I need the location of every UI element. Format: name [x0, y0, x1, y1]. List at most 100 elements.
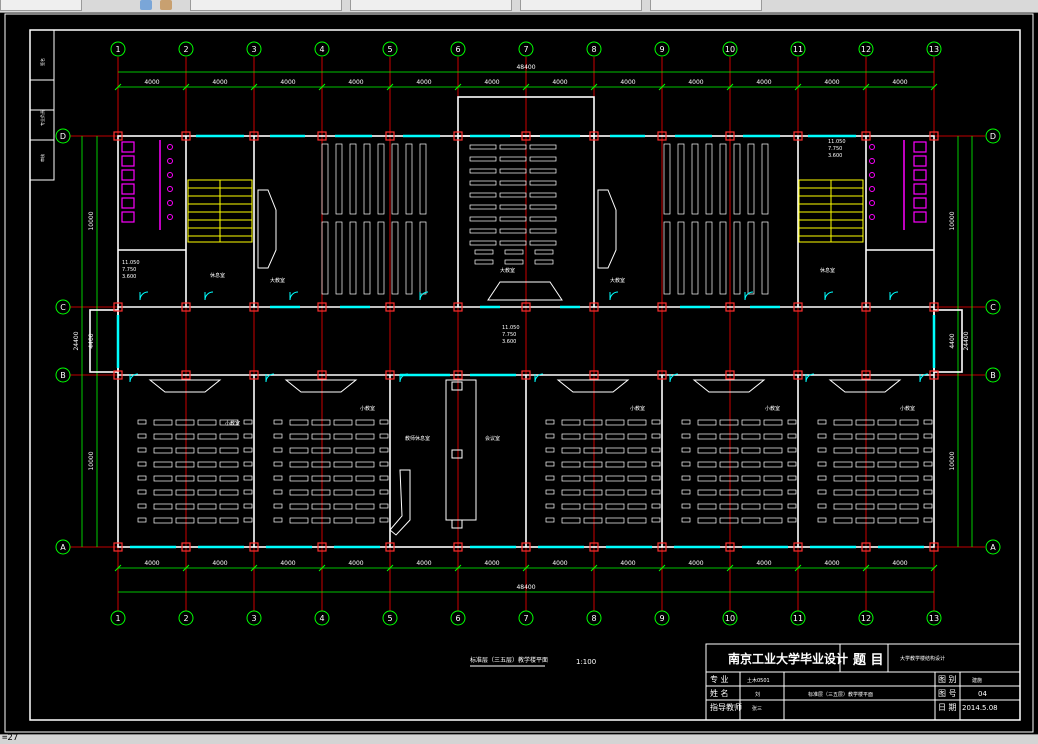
axis-label-4: 4 [319, 614, 324, 623]
column-2 [181, 131, 191, 141]
desk [363, 221, 371, 295]
desk [855, 517, 875, 524]
desk [137, 475, 147, 481]
dimension-text-bay: 4000 [484, 560, 499, 567]
name-value: 刘 [755, 691, 760, 698]
desk [691, 143, 699, 215]
axis-label-1: 1 [115, 614, 120, 623]
desk [137, 419, 147, 425]
desk [899, 503, 919, 510]
desk [289, 461, 309, 468]
dimension-text-bay: 4000 [620, 560, 635, 567]
column-7 [521, 542, 531, 552]
desk [697, 503, 717, 510]
desk [705, 143, 713, 215]
desk [787, 419, 797, 425]
axis-bubble-A [985, 539, 1001, 555]
desk [243, 447, 253, 453]
toolbar-button[interactable] [520, 0, 642, 11]
desk [355, 447, 375, 454]
toilet-right [913, 183, 927, 195]
axis-label-1: 1 [115, 45, 120, 54]
toolbar-button[interactable] [650, 0, 762, 11]
column-13 [929, 370, 939, 380]
dimension-text-depth: 10000 [949, 451, 956, 470]
dimension-text-bay: 4000 [552, 79, 567, 86]
column-6 [453, 370, 463, 380]
column-8 [589, 302, 599, 312]
tool-icon[interactable] [160, 0, 172, 10]
toolbar-button[interactable] [350, 0, 512, 11]
desk [763, 419, 783, 426]
dimension-text-total: 48400 [516, 64, 535, 71]
desk [273, 517, 283, 523]
desk [469, 168, 497, 174]
dimension-text-bay: 4000 [688, 79, 703, 86]
axis-bubble-B [55, 367, 71, 383]
desk [321, 221, 329, 295]
column-12 [861, 302, 871, 312]
dimension-tick [386, 564, 394, 572]
toolbar-button[interactable] [0, 0, 82, 11]
desk [761, 221, 769, 295]
column-6 [453, 302, 463, 312]
desk [817, 503, 827, 509]
desk [377, 221, 385, 295]
column-5 [385, 302, 395, 312]
desk [719, 221, 727, 295]
desk [197, 433, 217, 440]
desk [219, 517, 239, 524]
desk [763, 517, 783, 524]
desk [153, 419, 173, 426]
command-line[interactable]: =27 [0, 733, 1038, 744]
axis-bubble-10 [722, 41, 738, 57]
dimension-tick [930, 564, 938, 572]
elevation-1: 11.050 [502, 325, 520, 331]
elevation-2: 7.750 [502, 332, 516, 338]
desk [137, 489, 147, 495]
desk [175, 447, 195, 454]
side-text-1: 签名 [39, 58, 45, 66]
axis-label-3: 3 [251, 614, 256, 623]
title-block-text: 南京工业大学毕业设计 题 目 大学教学楼结构设计 专 业 土木0501 姓 名 … [710, 651, 998, 712]
dimension-text-depth: 10000 [949, 211, 956, 230]
desk [763, 489, 783, 496]
desk [311, 475, 331, 482]
toolbar-button[interactable] [190, 0, 342, 11]
desk [197, 447, 217, 454]
cad-drawing[interactable]: 签名 专业负责 审核 11223344556677889910101111121… [0, 12, 1038, 734]
dimension-text-bay: 4000 [280, 79, 295, 86]
column-5 [385, 542, 395, 552]
column-9 [657, 131, 667, 141]
desk [419, 143, 427, 215]
urinal-left [167, 144, 173, 150]
column-4 [317, 370, 327, 380]
axis-label-6: 6 [455, 45, 460, 54]
desk [529, 216, 557, 222]
desk [733, 143, 741, 215]
dimension-text-depth: 4400 [88, 333, 95, 348]
dimension-tick [658, 83, 666, 91]
desk [197, 475, 217, 482]
stair-right [798, 179, 864, 243]
label-large-room-left: 大教室 [270, 277, 285, 284]
desk [333, 447, 353, 454]
dimension-text-bay: 4000 [212, 79, 227, 86]
office-furniture [389, 379, 477, 536]
desk [499, 216, 527, 222]
urinal-left [167, 172, 173, 178]
desk [787, 489, 797, 495]
desk [741, 447, 761, 454]
axis-bubble-A [55, 539, 71, 555]
dimension-tick [590, 83, 598, 91]
toilet-left [121, 141, 135, 153]
desk [899, 419, 919, 426]
tool-icon[interactable] [140, 0, 152, 10]
dimension-text-bay: 4000 [824, 79, 839, 86]
desk [855, 419, 875, 426]
axis-bubble-C [55, 299, 71, 315]
desk [561, 489, 581, 496]
desk [355, 517, 375, 524]
elevation-3: 3.600 [502, 339, 516, 345]
desk [333, 503, 353, 510]
